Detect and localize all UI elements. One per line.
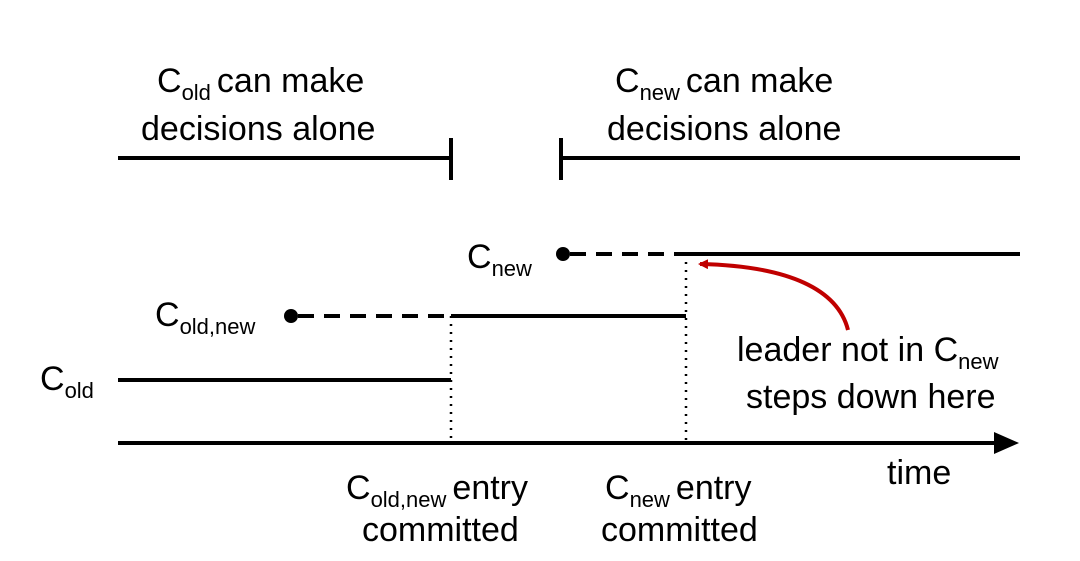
svg-text:committed: committed bbox=[362, 511, 519, 549]
coldnew-start-dot bbox=[284, 309, 298, 323]
svg-text:steps down here: steps down here bbox=[746, 378, 996, 416]
svg-text:committed: committed bbox=[601, 511, 758, 549]
cnew-row-label: Cnew bbox=[467, 238, 532, 281]
svg-text:decisions alone: decisions alone bbox=[607, 110, 841, 148]
cold-row-label: Cold bbox=[40, 360, 94, 403]
time-axis-arrowhead bbox=[994, 432, 1019, 454]
svg-text:decisions alone: decisions alone bbox=[141, 110, 375, 148]
cnew-start-dot bbox=[556, 247, 570, 261]
stepdown-arrow bbox=[698, 259, 850, 331]
stepdown-annotation: leader not in Cnew steps down here bbox=[737, 331, 999, 416]
time-axis-label: time bbox=[887, 454, 951, 492]
svg-text:leader not in Cnew: leader not in Cnew bbox=[737, 331, 999, 374]
coldnew-row-label: Cold,new bbox=[155, 296, 256, 339]
